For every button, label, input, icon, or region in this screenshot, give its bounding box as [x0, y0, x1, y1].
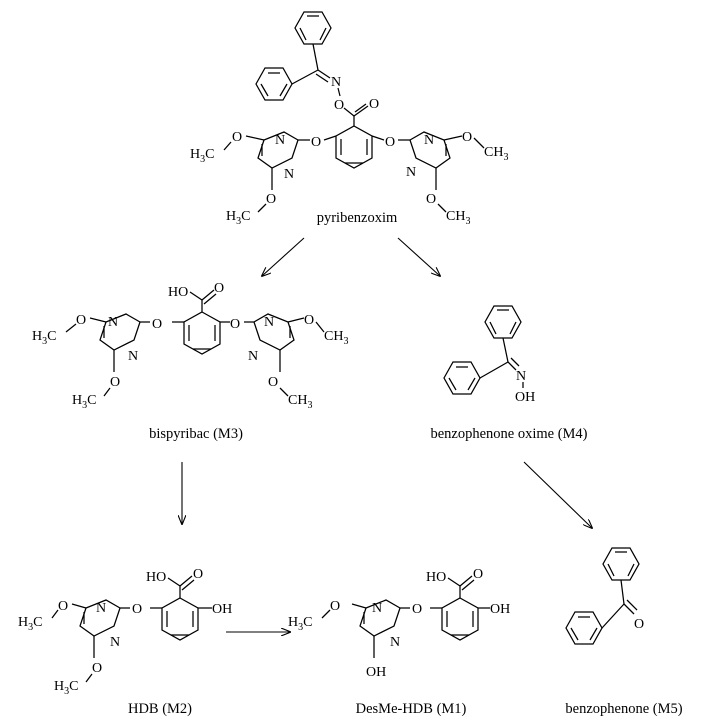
- methyl-group: H3C: [72, 393, 96, 411]
- atom-n: N: [96, 601, 106, 616]
- desme-hdb-structure: HO O OH O N N O H3C OH: [288, 567, 510, 680]
- atom-oh: OH: [212, 602, 232, 617]
- atom-n: N: [284, 167, 294, 182]
- atom-n: N: [406, 165, 416, 180]
- atom-o: O: [304, 313, 314, 328]
- atom-o: O: [230, 317, 240, 332]
- atom-o: O: [92, 661, 102, 676]
- atom-o: O: [311, 135, 321, 150]
- atom-oh: OH: [490, 602, 510, 617]
- methyl-group: CH3: [446, 209, 470, 227]
- atom-o: O: [76, 313, 86, 328]
- bispyribac-structure: HO O O O N N O H3C O H3C N N O: [32, 281, 348, 411]
- benzophenone-oxime-structure: N OH: [443, 305, 535, 405]
- label-bispyribac-m3: bispyribac (M3): [149, 426, 243, 442]
- methyl-group: CH3: [288, 393, 312, 411]
- atom-n: N: [128, 349, 138, 364]
- methyl-group: H3C: [54, 679, 78, 697]
- atom-n: N: [331, 75, 341, 90]
- atom-o: O: [412, 602, 422, 617]
- atom-o: O: [58, 599, 68, 614]
- methyl-group: H3C: [32, 329, 56, 347]
- atom-o: O: [473, 567, 483, 582]
- atom-o: O: [132, 602, 142, 617]
- hdb-structure: HO O OH O N N O H3C O H3C: [18, 567, 232, 697]
- methyl-group: H3C: [226, 209, 250, 227]
- atom-n: N: [275, 133, 285, 148]
- atom-oh: OH: [366, 665, 386, 680]
- label-pyribenzoxim: pyribenzoxim: [317, 210, 398, 226]
- pyribenzoxim-structure: N O O O O N N O H3C O H3C: [190, 11, 508, 227]
- methyl-group: CH3: [324, 329, 348, 347]
- label-benzophenone-m5: benzophenone (M5): [565, 701, 682, 717]
- atom-o: O: [268, 375, 278, 390]
- atom-n: N: [264, 315, 274, 330]
- atom-n: N: [424, 133, 434, 148]
- arrow-to-m5: [523, 461, 592, 528]
- atom-o: O: [330, 599, 340, 614]
- atom-o: O: [634, 617, 644, 632]
- methyl-group: H3C: [18, 615, 42, 633]
- label-benzophenone-oxime-m4: benzophenone oxime (M4): [430, 426, 587, 442]
- atom-n: N: [248, 349, 258, 364]
- atom-n: N: [110, 635, 120, 650]
- methyl-group: H3C: [190, 147, 214, 165]
- atom-o: O: [110, 375, 120, 390]
- atom-o: O: [426, 192, 436, 207]
- benzophenone-structure: O: [565, 547, 644, 645]
- atom-ho: HO: [146, 570, 166, 585]
- atom-o: O: [232, 130, 242, 145]
- atom-n: N: [372, 601, 382, 616]
- methyl-group: CH3: [484, 145, 508, 163]
- arrow-to-m3: [262, 237, 305, 276]
- atom-o: O: [266, 192, 276, 207]
- atom-o: O: [152, 317, 162, 332]
- atom-n: N: [108, 315, 118, 330]
- atom-n: N: [516, 369, 526, 384]
- atom-o: O: [462, 130, 472, 145]
- atom-o: O: [385, 135, 395, 150]
- label-desme-hdb-m1: DesMe-HDB (M1): [356, 701, 467, 717]
- arrow-to-m4: [397, 237, 440, 276]
- atom-o: O: [369, 97, 379, 112]
- atom-ho: HO: [426, 570, 446, 585]
- methyl-group: H3C: [288, 615, 312, 633]
- atom-n: N: [390, 635, 400, 650]
- atom-oh: OH: [515, 390, 535, 405]
- label-hdb-m2: HDB (M2): [128, 701, 192, 717]
- atom-o: O: [214, 281, 224, 296]
- atom-o: O: [193, 567, 203, 582]
- atom-o: O: [334, 98, 344, 113]
- atom-ho: HO: [168, 285, 188, 300]
